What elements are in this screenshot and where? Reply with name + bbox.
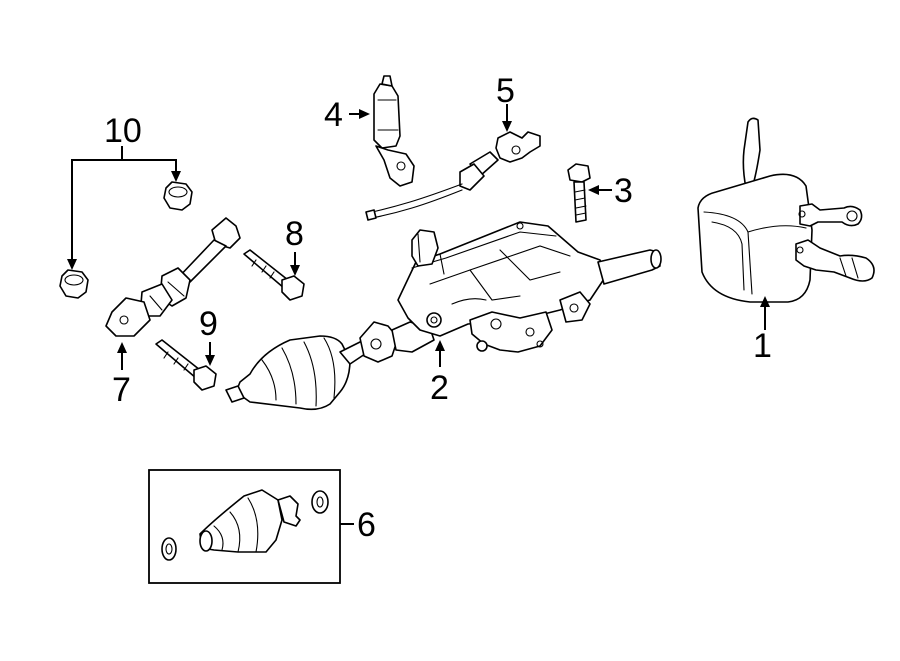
part-9-bolt xyxy=(155,339,217,391)
callout-9: 9 xyxy=(199,305,218,343)
part-10-nuts xyxy=(59,181,193,299)
part-6-boot-kit xyxy=(148,469,341,584)
part-4-motor xyxy=(373,75,415,187)
leader-2 xyxy=(435,340,445,367)
part-8-bolt xyxy=(243,249,305,301)
leader-7 xyxy=(117,342,127,370)
part-2-steering-column xyxy=(225,221,662,411)
leader-4 xyxy=(349,109,370,119)
callout-10: 10 xyxy=(104,112,142,150)
callout-6: 6 xyxy=(357,506,376,544)
callout-7: 7 xyxy=(112,371,131,409)
part-5-sensor xyxy=(365,131,541,221)
callout-5: 5 xyxy=(496,72,515,110)
leader-3 xyxy=(588,185,612,195)
callout-3: 3 xyxy=(614,172,633,210)
callout-4: 4 xyxy=(324,96,343,134)
leader-1 xyxy=(760,296,770,330)
callout-8: 8 xyxy=(285,215,304,253)
callout-2: 2 xyxy=(430,369,449,407)
part-7-intermediate-shaft xyxy=(105,217,241,337)
part-3-bolt xyxy=(567,163,591,223)
callout-1: 1 xyxy=(753,327,772,365)
leader-5 xyxy=(502,104,512,132)
leader-10 xyxy=(67,146,181,270)
leader-8 xyxy=(290,252,300,276)
leader-9 xyxy=(205,342,215,366)
part-1-combination-switch xyxy=(697,117,875,303)
